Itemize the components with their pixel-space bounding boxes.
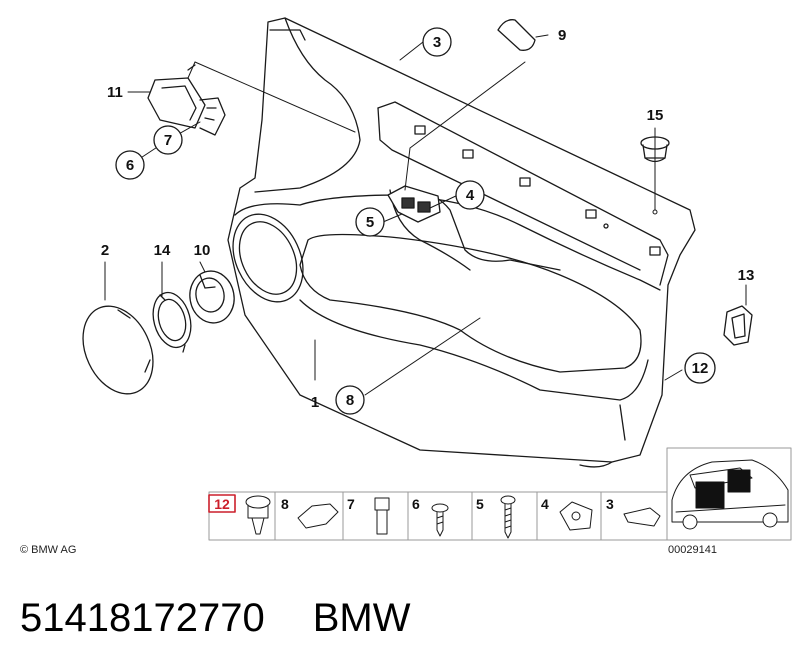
parts-strip bbox=[208, 491, 668, 541]
svg-text:8: 8 bbox=[346, 392, 354, 409]
callout-5: 5 bbox=[355, 207, 385, 237]
strip-nut-4 bbox=[559, 501, 593, 531]
svg-text:3: 3 bbox=[433, 34, 441, 51]
handle-cover-13 bbox=[723, 305, 753, 346]
copyright-text: © BMW AG bbox=[20, 544, 76, 556]
strip-label-7: 7 bbox=[347, 496, 355, 512]
strip-label-6: 6 bbox=[412, 496, 420, 512]
strip-clip-7 bbox=[374, 497, 390, 535]
brand-name: BMW bbox=[312, 595, 411, 640]
svg-text:5: 5 bbox=[366, 214, 374, 231]
speaker-14 bbox=[152, 291, 192, 353]
strip-clip-12 bbox=[245, 495, 271, 535]
strip-screw-6 bbox=[431, 503, 449, 537]
svg-text:12: 12 bbox=[692, 360, 709, 377]
callout-7: 7 bbox=[153, 125, 183, 155]
strip-screw-5 bbox=[500, 495, 516, 539]
strip-label-12: 12 bbox=[214, 496, 230, 512]
callout-3: 3 bbox=[422, 27, 452, 57]
speaker-housing-10 bbox=[189, 270, 235, 324]
label-9: 9 bbox=[558, 27, 566, 44]
svg-text:4: 4 bbox=[466, 187, 475, 204]
strip-clip-8 bbox=[297, 503, 339, 529]
label-14: 14 bbox=[154, 242, 171, 259]
strip-label-8: 8 bbox=[281, 496, 289, 512]
label-10: 10 bbox=[194, 242, 211, 259]
label-1: 1 bbox=[311, 394, 319, 411]
strip-label-5: 5 bbox=[476, 496, 484, 512]
svg-text:7: 7 bbox=[164, 132, 172, 149]
svg-text:6: 6 bbox=[126, 157, 134, 174]
car-inset bbox=[666, 447, 792, 541]
strip-label-4: 4 bbox=[541, 496, 549, 512]
label-2: 2 bbox=[101, 242, 109, 259]
strip-clip-3 bbox=[623, 507, 661, 527]
label-15: 15 bbox=[647, 107, 664, 124]
strip-label-3: 3 bbox=[606, 496, 614, 512]
drawing-number: 00029141 bbox=[668, 544, 717, 556]
callout-12: 12 bbox=[684, 352, 716, 384]
callout-6: 6 bbox=[115, 150, 145, 180]
tweeter-cover-2 bbox=[82, 305, 154, 395]
door-panel bbox=[227, 17, 696, 468]
footer: 51418172770 BMW bbox=[20, 588, 780, 648]
parts-diagram: 3 7 6 4 5 12 8 9 11 15 2 14 10 13 1 12 8… bbox=[20, 17, 792, 556]
cover-9 bbox=[497, 19, 536, 51]
inset-door-highlight-rear bbox=[727, 469, 751, 493]
part-number: 51418172770 bbox=[20, 595, 265, 640]
strip-highlight-box bbox=[208, 494, 236, 513]
inset-door-highlight-front bbox=[695, 481, 725, 509]
label-11: 11 bbox=[107, 84, 123, 101]
callout-8: 8 bbox=[335, 385, 365, 415]
label-13: 13 bbox=[738, 267, 755, 284]
callout-4: 4 bbox=[455, 180, 485, 210]
mirror-trim bbox=[147, 64, 226, 136]
